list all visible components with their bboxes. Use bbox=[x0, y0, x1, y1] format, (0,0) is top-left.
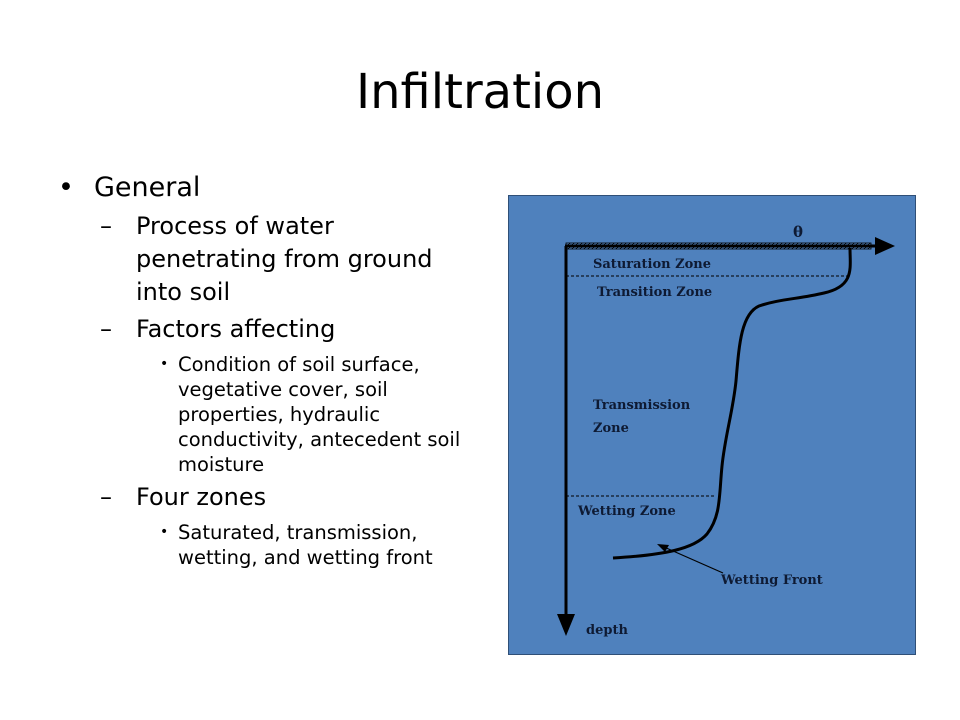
bullet-marker: • bbox=[58, 172, 74, 203]
bullet-factors-detail: • Condition of soil surface, vegetative … bbox=[58, 352, 478, 477]
dash-marker: – bbox=[100, 483, 112, 511]
bullet-text: Process of water penetrating from ground… bbox=[136, 212, 433, 306]
bullet-general: • General bbox=[58, 170, 478, 206]
depth-label: depth bbox=[586, 623, 628, 638]
transmission-zone-label: Transmission Zone bbox=[593, 398, 691, 436]
infiltration-diagram: θ Saturation Zone Transition Zone Transm… bbox=[508, 195, 916, 655]
moisture-profile-curve bbox=[612, 247, 852, 560]
wetting-front-pointer-head bbox=[657, 544, 669, 552]
wetting-front-pointer bbox=[663, 546, 724, 574]
theta-label: θ bbox=[793, 223, 804, 241]
bullet-marker: • bbox=[160, 524, 169, 540]
bullet-zones: – Four zones bbox=[58, 481, 478, 514]
saturation-zone-label: Saturation Zone bbox=[593, 257, 712, 272]
transition-zone-label: Transition Zone bbox=[597, 285, 713, 300]
bullet-marker: • bbox=[160, 356, 169, 372]
theta-axis-arrowhead bbox=[875, 237, 895, 255]
bullet-factors: – Factors affecting bbox=[58, 313, 478, 346]
depth-axis-arrowhead bbox=[557, 614, 575, 636]
bullet-text: Factors affecting bbox=[136, 315, 336, 343]
slide-title: Infiltration bbox=[355, 64, 605, 120]
bullet-zones-detail: • Saturated, transmission, wetting, and … bbox=[58, 520, 478, 570]
dash-marker: – bbox=[100, 212, 112, 240]
bullet-text: Four zones bbox=[136, 483, 267, 511]
bullet-list: • General – Process of water penetrating… bbox=[58, 170, 478, 570]
bullet-process: – Process of water penetrating from grou… bbox=[58, 210, 478, 309]
bullet-text: Condition of soil surface, vegetative co… bbox=[178, 353, 461, 476]
wetting-front-label: Wetting Front bbox=[721, 573, 823, 588]
wetting-zone-label: Wetting Zone bbox=[578, 504, 676, 519]
bullet-text: Saturated, transmission, wetting, and we… bbox=[178, 521, 433, 569]
dash-marker: – bbox=[100, 315, 112, 343]
bullet-text: General bbox=[94, 172, 201, 203]
diagram-svg bbox=[557, 237, 895, 636]
